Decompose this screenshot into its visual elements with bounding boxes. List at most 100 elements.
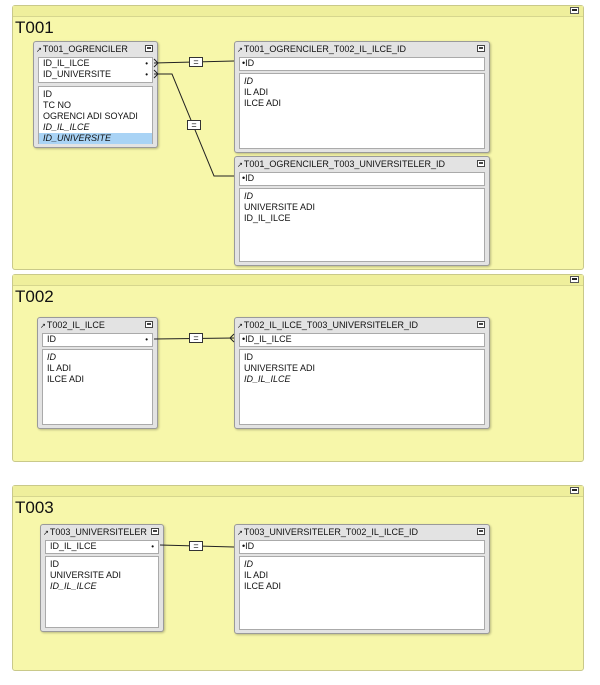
collapse-icon[interactable]	[151, 528, 159, 535]
group-title: T002	[15, 287, 54, 306]
field-item[interactable]: ID	[244, 352, 253, 362]
key-field[interactable]: •ID_IL_ILCE	[242, 334, 292, 344]
table-t001-rel-universiteler[interactable]: ↗T001_OGRENCILER_T003_UNIVERSITELER_ID •…	[234, 156, 490, 266]
group-title: T001	[15, 18, 54, 37]
collapse-icon[interactable]	[477, 321, 485, 328]
connector-dot-icon: •	[242, 58, 246, 68]
key-field[interactable]: •ID	[242, 173, 255, 183]
collapse-icon[interactable]	[477, 528, 485, 535]
table-header[interactable]: ↗T001_OGRENCILER	[34, 42, 157, 56]
connector-dot-icon: •	[242, 334, 246, 344]
table-arrow-icon: ↗	[43, 530, 49, 537]
field-item-selected[interactable]: ID_UNIVERSITE	[39, 133, 152, 144]
table-t001-ogrenciler[interactable]: ↗T001_OGRENCILER ID_IL_ILCE• ID_UNIVERSI…	[33, 41, 158, 148]
crowfoot-icon	[229, 333, 235, 343]
connector-dot-icon: •	[145, 59, 148, 68]
key-fields: •ID	[239, 57, 485, 71]
relationship-operator[interactable]: =	[187, 120, 201, 130]
field-item[interactable]: ID	[244, 76, 253, 86]
table-t001-rel-il-ilce[interactable]: ↗T001_OGRENCILER_T002_IL_ILCE_ID •ID ID …	[234, 41, 490, 153]
table-header[interactable]: ↗T001_OGRENCILER_T002_IL_ILCE_ID	[235, 42, 489, 56]
table-header[interactable]: ↗T002_IL_ILCE_T003_UNIVERSITELER_ID	[235, 318, 489, 332]
connector-dot-icon: •	[242, 173, 246, 183]
relationship-operator[interactable]: =	[189, 541, 203, 551]
table-arrow-icon: ↗	[40, 323, 46, 330]
table-arrow-icon: ↗	[237, 323, 243, 330]
table-name: T001_OGRENCILER_T003_UNIVERSITELER_ID	[243, 159, 445, 169]
table-t002-rel-universiteler[interactable]: ↗T002_IL_ILCE_T003_UNIVERSITELER_ID •ID_…	[234, 317, 490, 429]
table-arrow-icon: ↗	[237, 530, 243, 537]
field-item[interactable]: ID	[43, 89, 52, 99]
table-arrow-icon: ↗	[237, 47, 243, 54]
field-item[interactable]: OGRENCI ADI SOYADI	[43, 111, 138, 121]
key-fields: ID_IL_ILCE• ID_UNIVERSITE•	[38, 57, 153, 83]
table-name: T003_UNIVERSITELER	[49, 527, 147, 537]
table-t003-universiteler[interactable]: ↗T003_UNIVERSITELER ID_IL_ILCE• ID UNIVE…	[40, 524, 164, 632]
key-field[interactable]: ID_IL_ILCE•	[43, 58, 148, 68]
collapse-icon[interactable]	[145, 45, 153, 52]
field-item[interactable]: IL ADI	[244, 570, 269, 580]
table-name: T001_OGRENCILER_T002_IL_ILCE_ID	[243, 44, 406, 54]
key-field[interactable]: ID_UNIVERSITE•	[43, 69, 148, 79]
key-fields: •ID_IL_ILCE	[239, 333, 485, 347]
key-fields: •ID	[239, 540, 485, 554]
connector-dot-icon: •	[151, 542, 154, 551]
table-name: T002_IL_ILCE	[46, 320, 105, 330]
collapse-icon[interactable]	[570, 7, 579, 14]
field-list: ID IL ADI ILCE ADI	[239, 73, 485, 149]
table-header[interactable]: ↗T003_UNIVERSITELER	[41, 525, 163, 539]
field-item[interactable]: ID_IL_ILCE	[50, 581, 97, 591]
field-list: ID UNIVERSITE ADI ID_IL_ILCE	[239, 349, 485, 425]
crowfoot-icon	[153, 69, 159, 79]
key-field[interactable]: ID_IL_ILCE•	[50, 541, 154, 551]
group-title: T003	[15, 498, 54, 517]
table-header[interactable]: ↗T003_UNIVERSITELER_T002_IL_ILCE_ID	[235, 525, 489, 539]
field-item[interactable]: UNIVERSITE ADI	[244, 202, 316, 212]
field-item[interactable]: UNIVERSITE ADI	[244, 363, 316, 373]
field-item[interactable]: ID_IL_ILCE	[244, 374, 291, 384]
field-item[interactable]: IL ADI	[47, 363, 72, 373]
group-header-bar	[13, 6, 583, 17]
relationship-operator[interactable]: =	[189, 57, 203, 67]
collapse-icon[interactable]	[477, 160, 485, 167]
group-header-bar	[13, 275, 583, 286]
field-list: ID IL ADI ILCE ADI	[42, 349, 153, 425]
field-item[interactable]: ID	[244, 191, 253, 201]
field-item[interactable]: ILCE ADI	[47, 374, 85, 384]
table-arrow-icon: ↗	[237, 162, 243, 169]
key-field[interactable]: •ID	[242, 541, 255, 551]
field-list: ID UNIVERSITE ADI ID_IL_ILCE	[45, 556, 159, 628]
field-item[interactable]: IL ADI	[244, 87, 269, 97]
key-fields: •ID	[239, 172, 485, 186]
table-header[interactable]: ↗T002_IL_ILCE	[38, 318, 157, 332]
table-t002-il-ilce[interactable]: ↗T002_IL_ILCE ID• ID IL ADI ILCE ADI	[37, 317, 158, 429]
key-fields: ID_IL_ILCE•	[45, 540, 159, 554]
table-name: T003_UNIVERSITELER_T002_IL_ILCE_ID	[243, 527, 418, 537]
table-t003-rel-il-ilce[interactable]: ↗T003_UNIVERSITELER_T002_IL_ILCE_ID •ID …	[234, 524, 490, 634]
table-header[interactable]: ↗T001_OGRENCILER_T003_UNIVERSITELER_ID	[235, 157, 489, 171]
field-item[interactable]: ID	[244, 559, 253, 569]
field-item[interactable]: TC NO	[43, 100, 71, 110]
collapse-icon[interactable]	[570, 276, 579, 283]
crowfoot-icon	[153, 58, 159, 68]
field-item[interactable]: ILCE ADI	[244, 98, 282, 108]
key-fields: ID•	[42, 333, 153, 347]
collapse-icon[interactable]	[145, 321, 153, 328]
group-header-bar	[13, 486, 583, 497]
field-item[interactable]: ILCE ADI	[244, 581, 282, 591]
key-field[interactable]: •ID	[242, 58, 255, 68]
field-list: ID UNIVERSITE ADI ID_IL_ILCE	[239, 188, 485, 262]
connector-dot-icon: •	[242, 541, 246, 551]
relationship-operator[interactable]: =	[189, 333, 203, 343]
collapse-icon[interactable]	[570, 487, 579, 494]
field-item[interactable]: ID	[50, 559, 59, 569]
field-list: ID TC NO OGRENCI ADI SOYADI ID_IL_ILCE I…	[38, 86, 153, 144]
collapse-icon[interactable]	[477, 45, 485, 52]
key-field[interactable]: ID•	[47, 334, 148, 344]
field-item[interactable]: UNIVERSITE ADI	[50, 570, 122, 580]
field-item[interactable]: ID	[47, 352, 56, 362]
field-item[interactable]: ID_IL_ILCE	[244, 213, 291, 223]
table-name: T001_OGRENCILER	[42, 44, 128, 54]
field-item[interactable]: ID_IL_ILCE	[43, 122, 90, 132]
